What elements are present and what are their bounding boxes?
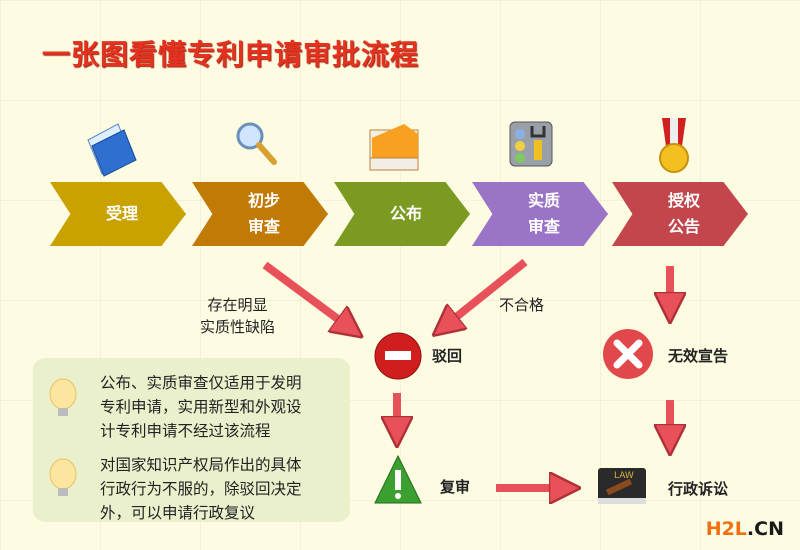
step-icons: [87, 118, 689, 177]
note-line: 外，可以申请行政复议: [100, 504, 256, 522]
step-label: 审查: [247, 217, 280, 236]
invalid-x-icon: [603, 329, 653, 379]
step-label: 授权: [667, 191, 700, 210]
step-label: 受理: [105, 204, 138, 223]
watermark-suffix: .CN: [746, 518, 784, 540]
step-label: 公布: [389, 204, 422, 223]
litigation-label: 行政诉讼: [668, 480, 729, 498]
medal-icon: [659, 118, 689, 173]
step-preliminary-exam: 初步审查: [192, 182, 328, 246]
magnifier-icon: [236, 122, 277, 165]
warning-icon: [374, 454, 422, 504]
defect-label: 存在明显实质性缺陷: [200, 294, 275, 338]
watermark-brand: H2L: [705, 518, 747, 540]
step-publication: 公布: [334, 182, 470, 246]
watermark: H2L.CN: [706, 518, 784, 540]
invalidation-label: 无效宣告: [668, 347, 729, 365]
lightbulb-icon: [49, 458, 77, 496]
note-line: 行政行为不服的，除驳回决定: [100, 480, 302, 498]
folder-icon: [87, 123, 137, 177]
note-1: 公布、实质审查仅适用于发明 专利申请，实用新型和外观设 计专利申请不经过该流程: [100, 371, 302, 443]
step-label: 审查: [527, 217, 560, 236]
lightbulb-icon: [49, 378, 77, 416]
note-line: 对国家知识产权局作出的具体: [100, 456, 302, 474]
step-label: 实质: [527, 191, 560, 210]
open-folder-icon: [369, 124, 419, 171]
control-panel-icon: [509, 121, 553, 167]
arrow-defect: [262, 261, 350, 328]
reject-label: 驳回: [432, 347, 463, 365]
law-book-icon: LAW: [598, 468, 646, 504]
defect-label-line: 存在明显: [207, 296, 268, 314]
page-title: 一张图看懂专利申请审批流程: [42, 38, 420, 71]
reexamination-label: 复审: [440, 478, 471, 496]
arrow-unqualified: [445, 258, 528, 326]
note-line: 专利申请，实用新型和外观设: [100, 398, 302, 416]
defect-label-line: 实质性缺陷: [200, 318, 276, 336]
step-label: 公告: [667, 217, 700, 236]
step-grant: 授权公告: [612, 182, 748, 246]
step-substantive-exam: 实质审查: [472, 182, 608, 246]
step-acceptance: 受理: [50, 182, 186, 246]
notes-box: 公布、实质审查仅适用于发明 专利申请，实用新型和外观设 计专利申请不经过该流程 …: [33, 358, 350, 522]
note-2: 对国家知识产权局作出的具体 行政行为不服的，除驳回决定 外，可以申请行政复议: [100, 453, 302, 525]
unqualified-label: 不合格: [499, 296, 545, 314]
reject-icon: [374, 332, 422, 380]
note-line: 公布、实质审查仅适用于发明: [100, 374, 302, 392]
step-label: 初步: [247, 191, 280, 210]
svg-text:LAW: LAW: [614, 471, 634, 481]
note-line: 计专利申请不经过该流程: [100, 422, 271, 440]
